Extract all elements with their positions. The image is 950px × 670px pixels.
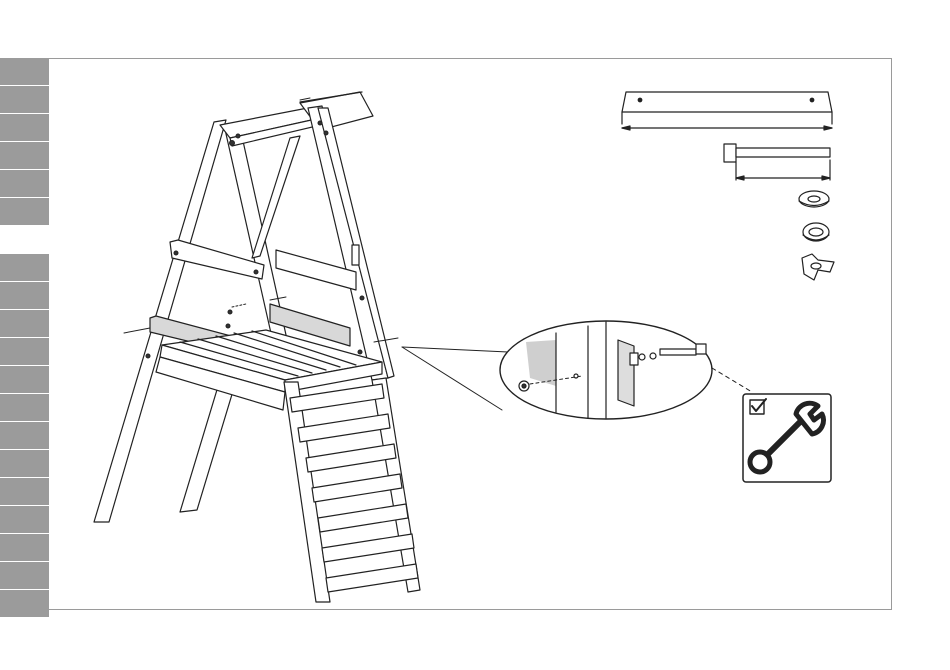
bolt-icon	[724, 144, 830, 180]
checkbox-icon	[750, 399, 766, 414]
tool-box	[743, 394, 831, 482]
spring-washer-icon	[803, 223, 829, 241]
detail-callout	[500, 321, 712, 419]
beam-icon	[622, 92, 832, 130]
t-nut-icon	[802, 254, 834, 280]
frame-structure	[94, 92, 420, 602]
parts-list	[622, 92, 834, 280]
washer-icon	[799, 191, 829, 207]
